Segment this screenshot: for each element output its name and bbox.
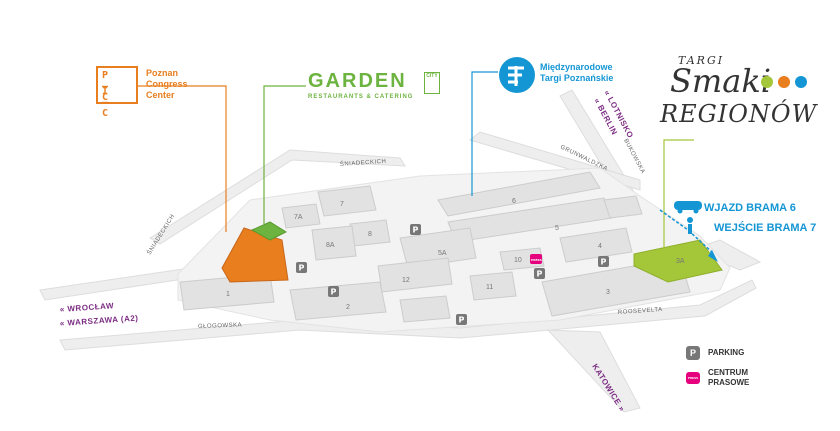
- legend-press-line1: CENTRUM: [708, 368, 748, 377]
- press-marker[interactable]: PRESS: [530, 254, 542, 264]
- label-building-5a: 5A: [438, 250, 447, 257]
- street-roosevelta: ROOSEVELTA: [618, 307, 663, 316]
- parking-markers[interactable]: P P P P P P: [296, 224, 609, 325]
- pcc-name-line2: Congress: [146, 79, 188, 89]
- smaki-middle: Smaki: [670, 62, 771, 100]
- legend-press-icon: PRESS: [686, 372, 700, 384]
- mtp-name: Międzynarodowe Targi Poznańskie: [540, 62, 640, 84]
- label-building-2: 2: [346, 304, 350, 311]
- legend-parking-icon: P: [686, 346, 700, 360]
- parking-marker[interactable]: P: [456, 314, 467, 325]
- label-building-10: 10: [514, 257, 522, 264]
- label-building-12: 12: [402, 277, 410, 284]
- label-building-3: 3: [606, 289, 610, 296]
- smaki-dot-green: [761, 76, 773, 88]
- direction-warszawa: « WARSZAWA (A2): [60, 314, 139, 328]
- garden-leader: [263, 85, 306, 224]
- smaki-dot-orange: [778, 76, 790, 88]
- building-annex: [399, 295, 451, 323]
- car-wheel-right: [693, 208, 699, 214]
- garden-city-building[interactable]: [250, 221, 288, 241]
- parking-marker[interactable]: P: [328, 286, 339, 297]
- legend-parking-label: PARKING: [708, 348, 745, 357]
- label-building-4: 4: [598, 243, 602, 250]
- street-glogowska: GŁOGOWSKA: [198, 322, 242, 330]
- svg-text:P: P: [299, 264, 305, 273]
- road-katowice: [546, 329, 641, 413]
- legend-press-label: CENTRUM PRASOWE: [708, 368, 749, 388]
- label-building-7a: 7A: [294, 214, 303, 221]
- mtp-name-line2: Targi Poznańskie: [540, 73, 614, 83]
- pcc-name: Poznan Congress Center: [146, 68, 206, 101]
- pcc-name-line1: Poznan: [146, 68, 179, 78]
- building-8a: [311, 225, 357, 261]
- label-building-6: 6: [512, 198, 516, 205]
- mtp-logo[interactable]: Międzynarodowe Targi Poznańskie: [498, 56, 613, 98]
- pedestrian-icon: [687, 217, 693, 223]
- street-bukowska: BUKOWSKA: [622, 138, 645, 175]
- label-building-1: 1: [226, 291, 230, 298]
- garden-city-tag: CITY: [424, 72, 440, 94]
- building-ne: [603, 195, 643, 219]
- smaki-bottom: REGIONÓW: [660, 100, 818, 128]
- svg-text:P: P: [413, 226, 419, 235]
- building-numbers: 1 2 3 3A 4 5 5A 6 7 7A 8 8A 10 11 12: [226, 198, 685, 311]
- parking-marker[interactable]: P: [598, 256, 609, 267]
- building-10: [499, 247, 545, 271]
- gate-wejscie-label: WEJŚCIE BRAMA 7: [714, 222, 817, 234]
- building-11: [469, 271, 517, 301]
- mtp-logo-icon: [499, 57, 535, 93]
- gate-arrow: [659, 209, 715, 255]
- label-building-11: 11: [486, 284, 493, 291]
- svg-text:P: P: [331, 288, 337, 297]
- parking-marker[interactable]: P: [534, 268, 545, 279]
- building-6: [437, 171, 601, 217]
- parking-marker[interactable]: P: [410, 224, 421, 235]
- pcc-name-line3: Center: [146, 90, 175, 100]
- pedestrian-body: [688, 224, 692, 234]
- mtp-leader: [471, 71, 498, 196]
- garden-city-logo[interactable]: GARDEN CITY RESTAURANTS & CATERING: [308, 70, 440, 100]
- building-7: [317, 185, 377, 217]
- hall-3a-highlight[interactable]: [633, 239, 723, 283]
- building-2: [289, 281, 387, 321]
- garden-name: GARDEN: [308, 70, 407, 92]
- legend-press-line2: PRASOWE: [708, 378, 750, 387]
- building-7a: [281, 203, 321, 229]
- label-building-8a: 8A: [326, 242, 335, 249]
- building-4: [559, 227, 633, 263]
- pcc-leader: [138, 85, 227, 232]
- svg-text:P: P: [601, 258, 607, 267]
- label-building-7: 7: [340, 201, 344, 208]
- street-sniadeckich-top: ŚNIADECKICH: [340, 157, 387, 168]
- svg-text:P: P: [459, 316, 465, 325]
- car-icon: [674, 201, 702, 210]
- smaki-regionow-logo[interactable]: TARGI Smaki REGIONÓW: [660, 52, 816, 132]
- car-wheel-left: [677, 208, 683, 214]
- svg-text:P: P: [537, 270, 543, 279]
- smaki-dots: [761, 76, 807, 88]
- smaki-top: TARGI: [678, 54, 725, 67]
- pcc-building[interactable]: [221, 227, 289, 283]
- mtp-name-line1: Międzynarodowe: [540, 62, 613, 72]
- label-building-5: 5: [555, 225, 559, 232]
- pcc-mark-bottom: I—C: [102, 86, 109, 119]
- buildings: [179, 171, 691, 323]
- label-building-8: 8: [368, 231, 372, 238]
- gate-arrow-head: [708, 250, 718, 262]
- pcc-mark-top: P—C: [102, 70, 109, 103]
- parking-marker[interactable]: P: [296, 262, 307, 273]
- smaki-dot-blue: [795, 76, 807, 88]
- direction-wroclaw: « WROCŁAW: [60, 301, 115, 314]
- building-5a: [399, 227, 477, 269]
- road-sniadeckich: [149, 149, 406, 245]
- pcc-logo-mark: [96, 66, 138, 104]
- label-building-3a: 3A: [676, 258, 685, 265]
- garden-subtitle: RESTAURANTS & CATERING: [308, 94, 414, 100]
- svg-text:PRESS: PRESS: [531, 258, 542, 262]
- gate-wjazd-label: WJAZD BRAMA 6: [704, 202, 796, 214]
